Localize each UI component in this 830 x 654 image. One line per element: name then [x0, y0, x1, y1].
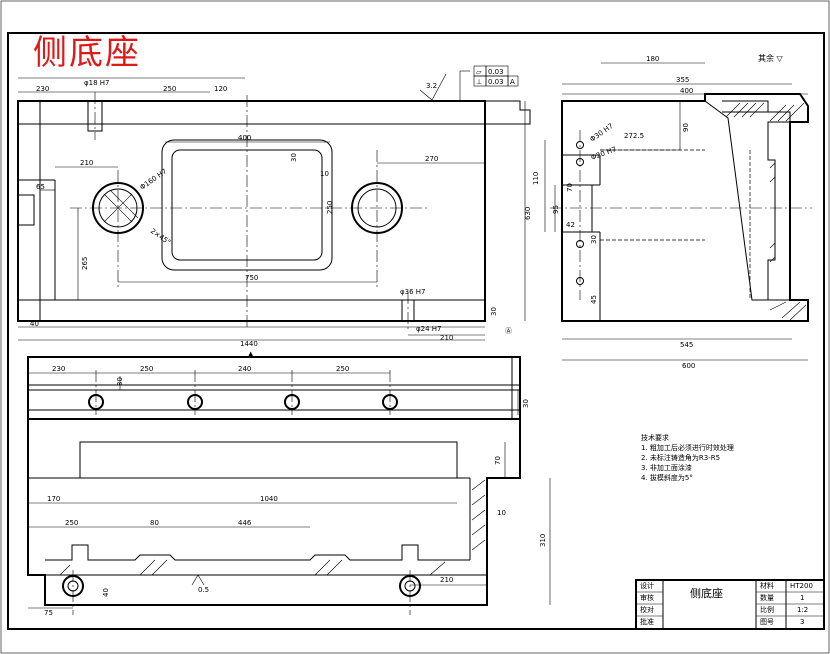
dim-label: 2×45°	[149, 227, 172, 247]
dim-label: 250	[163, 85, 176, 93]
tb-left-label: 批准	[640, 618, 654, 626]
dim-label: 400	[680, 87, 693, 95]
dim-label: 75	[44, 609, 53, 617]
tb-left-label: 校对	[640, 606, 654, 614]
dim-label: 240	[238, 365, 251, 373]
title-block	[635, 579, 825, 630]
datum-marker: Ⓐ	[505, 327, 512, 335]
note-item: 3. 非加工面涂漆	[641, 464, 692, 472]
tb-right-label: 图号	[760, 618, 774, 626]
note-item: 2. 未标注铸造角为R3-R5	[641, 454, 721, 462]
dim-label: 95	[552, 205, 560, 214]
svg-text:⊥: ⊥	[476, 78, 482, 86]
svg-text:▱: ▱	[476, 68, 482, 76]
dim-label: Φ30 H7	[589, 122, 615, 144]
dim-label: Φ160 H7	[139, 167, 169, 191]
dim-label: 1040	[260, 495, 278, 503]
dim-label: 630	[524, 207, 532, 220]
bottom-view: 170 1040 250 80 446 70 10 310 210 75 40 …	[27, 418, 551, 617]
dim-label: 272.5	[624, 132, 644, 140]
dim-label: 250	[336, 365, 349, 373]
dim-label: 230	[52, 365, 65, 373]
dim-label: 355	[676, 76, 689, 84]
tb-right-label: 材料	[760, 582, 774, 590]
tb-left-label: 设计	[640, 582, 654, 590]
dim-label: 446	[238, 519, 252, 527]
dim-label: 3.2	[426, 82, 437, 90]
dim-label: 545	[680, 341, 693, 349]
notes-heading: 技术要求	[641, 434, 669, 442]
dim-label: 210	[440, 576, 453, 584]
roughness-icon: ▽	[776, 54, 783, 63]
dim-label: 10	[320, 170, 329, 178]
dim-label: 210	[80, 159, 93, 167]
dim-label: 40	[30, 320, 39, 328]
dim-label: 270	[425, 155, 438, 163]
datum-letter: A	[510, 78, 515, 86]
dim-label: 1440	[240, 340, 258, 348]
part-name: 侧底座	[690, 587, 723, 600]
tolerance-frame: ▱ ⊥ 0.03 0.03 A	[459, 65, 519, 101]
note-item: 1. 粗加工后必须进行时效处理	[641, 444, 734, 452]
roughness-note: 其余 ▽	[758, 53, 783, 64]
dim-label: 110	[532, 172, 540, 185]
dim-label: 600	[682, 362, 695, 370]
dim-label: 30	[522, 399, 530, 408]
top-view: 230 250 240 250 30 30	[27, 356, 530, 420]
dim-label: 30	[490, 307, 498, 316]
dim-label: 70	[494, 456, 502, 465]
dim-label: 65	[36, 183, 45, 191]
dim-label: 30	[590, 235, 598, 244]
dim-label: 310	[539, 534, 547, 547]
tb-scale: 1:2	[797, 606, 809, 614]
tb-drawing-number: 3	[800, 618, 805, 626]
dim-label: 30	[290, 153, 298, 162]
tb-right-label: 比例	[760, 606, 774, 614]
dim-label: φ18 H7	[84, 79, 109, 87]
dim-label: 250	[326, 201, 334, 214]
dim-label: 30	[116, 377, 124, 386]
technical-requirements: 技术要求 1. 粗加工后必须进行时效处理 2. 未标注铸造角为R3-R5 3. …	[641, 433, 734, 483]
dim-label: 180	[646, 55, 659, 63]
dim-label: 10	[497, 509, 506, 517]
dim-label: 265	[81, 257, 89, 270]
drawing-title-stamp: 侧底座	[33, 33, 141, 73]
dim-label: 230	[36, 85, 49, 93]
tb-left-label: 审核	[640, 594, 654, 602]
dim-label: 210	[440, 334, 453, 342]
roughness-label: 其余	[758, 54, 774, 63]
dim-label: 750	[245, 274, 258, 282]
dim-label: 45	[590, 295, 598, 304]
dim-label: 170	[47, 495, 60, 503]
dim-label: 250	[65, 519, 78, 527]
tb-material: HT200	[790, 582, 813, 590]
dim-arrow: ▲	[248, 350, 254, 358]
note-item: 4. 拔模斜度为5°	[641, 474, 693, 482]
dim-label: 90	[682, 123, 690, 132]
dim-label: φ36 H7	[400, 288, 425, 296]
dim-label: 70	[566, 183, 574, 192]
flatness-value: 0.03	[488, 68, 504, 76]
tb-right-label: 数量	[760, 594, 774, 602]
perpendicularity-value: 0.03	[488, 78, 504, 86]
dim-label: φ24 H7	[416, 325, 441, 333]
dim-label: 0.5	[198, 586, 209, 594]
front-view: 230 φ18 H7 250 120 400 210 270 Φ160 H7 2…	[17, 73, 532, 358]
dim-label: 120	[214, 85, 227, 93]
dim-label: 400	[238, 134, 251, 142]
inner-border	[7, 32, 825, 630]
tb-quantity: 1	[800, 594, 805, 602]
dim-label: 42	[566, 221, 575, 229]
side-view: 180 355 400 90 272.5 Φ30 H7 Φ20 H7 42 95…	[532, 55, 812, 370]
dim-label: 40	[102, 588, 110, 597]
dim-label: 80	[150, 519, 159, 527]
dim-label: Φ20 H7	[590, 145, 618, 162]
dim-label: 250	[140, 365, 153, 373]
